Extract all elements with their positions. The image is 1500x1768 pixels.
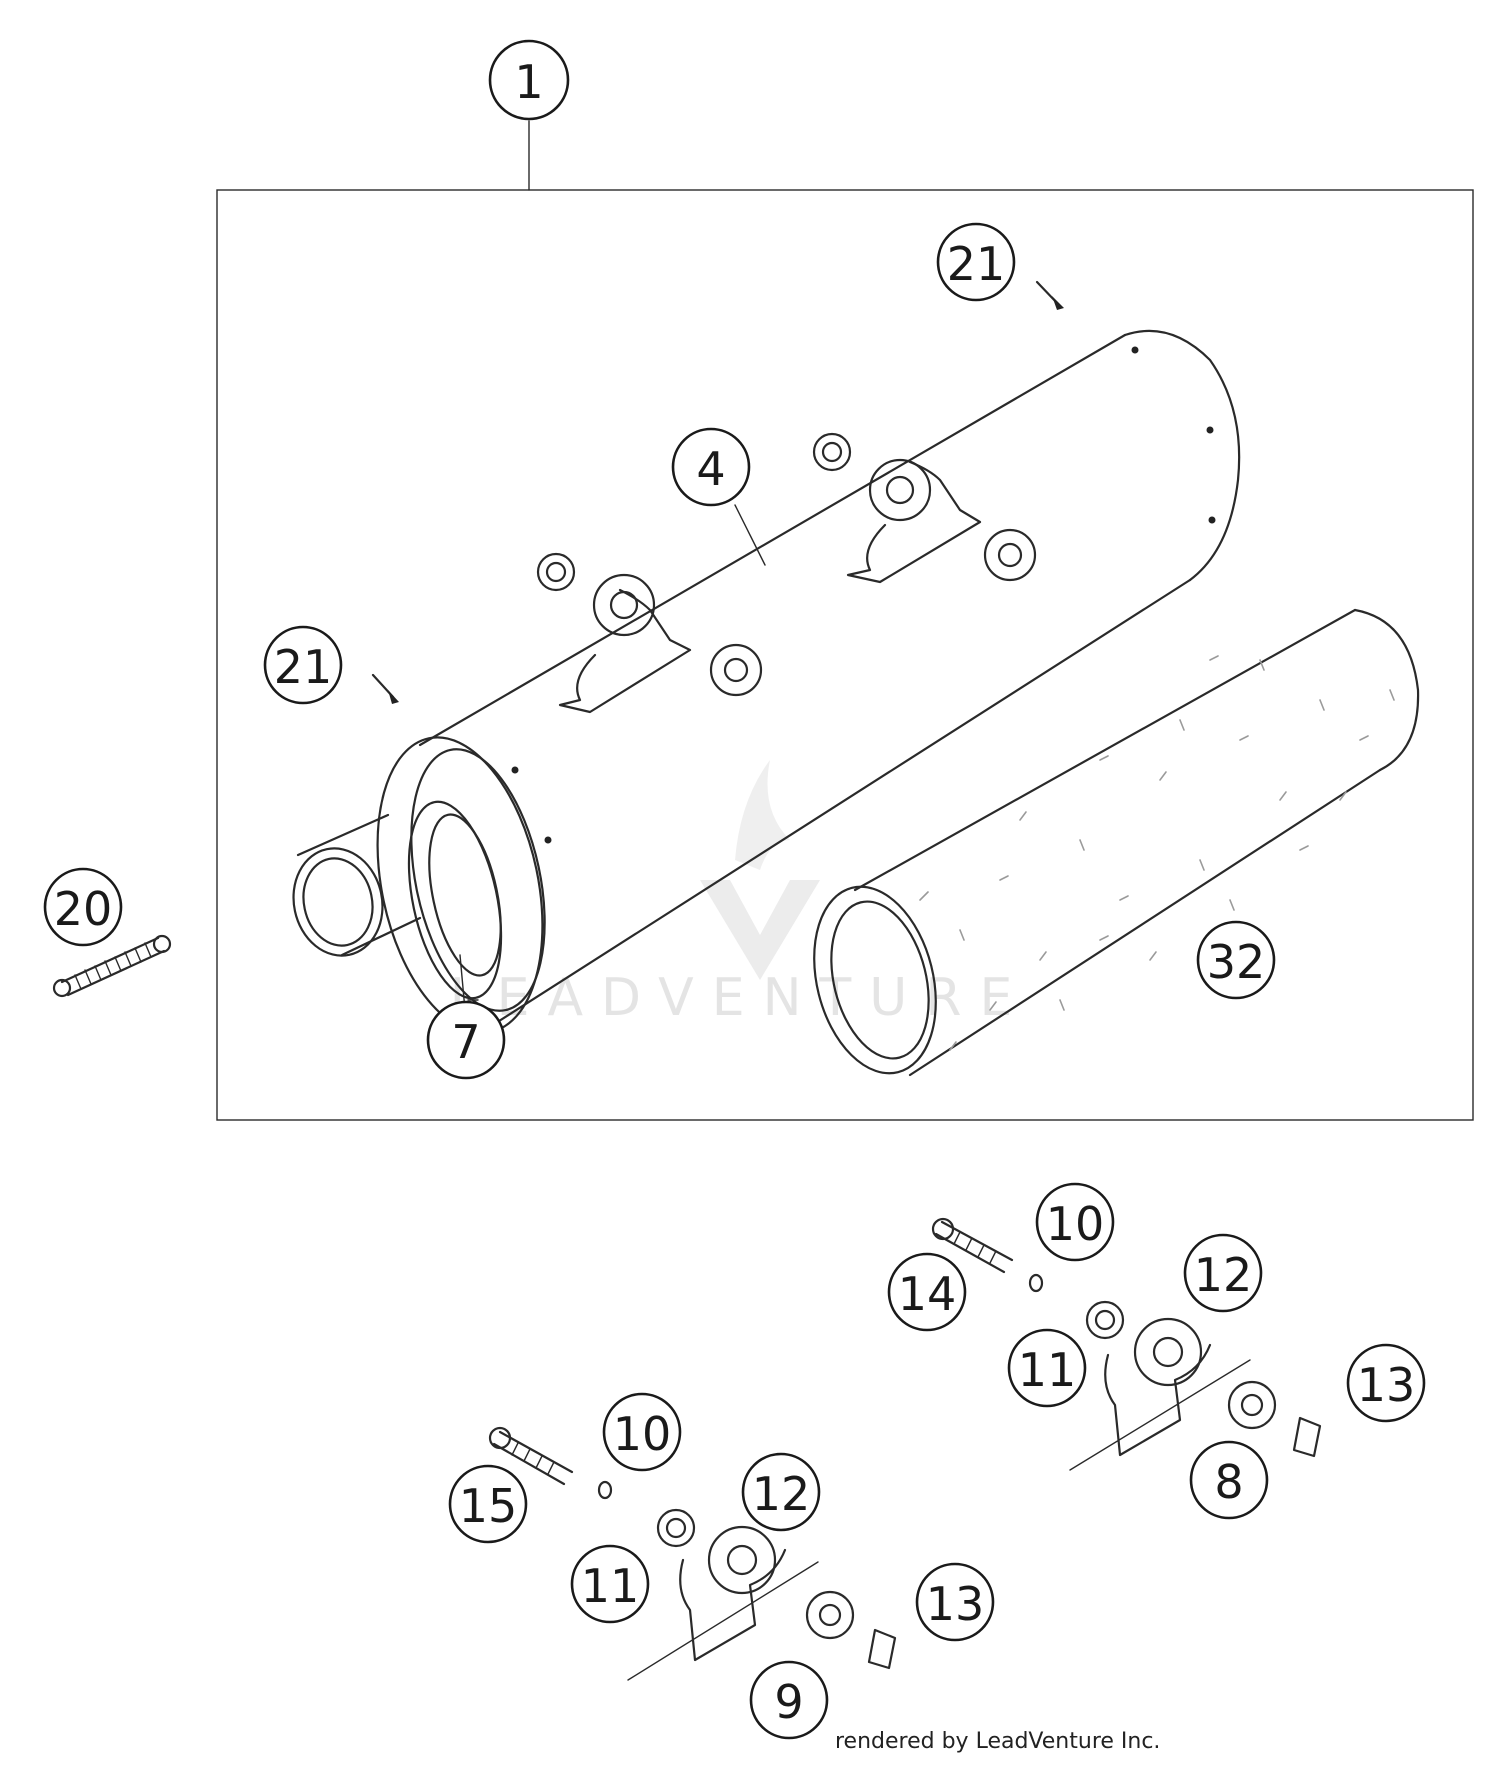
leader-lines	[459, 504, 766, 1011]
packing-texture	[919, 655, 1395, 1051]
callout-11-upper: 11	[1007, 1328, 1087, 1408]
callout-12-upper: 12	[1183, 1233, 1263, 1313]
callout-10-upper: 10	[1035, 1182, 1115, 1262]
svg-text:21: 21	[274, 640, 333, 694]
svg-text:14: 14	[898, 1267, 957, 1321]
rivet-rear	[1035, 280, 1064, 310]
callout-10-lower: 10	[602, 1392, 682, 1472]
svg-text:15: 15	[459, 1479, 518, 1533]
callout-4: 4	[671, 427, 751, 507]
watermark-text: LEADVENTURE	[450, 968, 1031, 1028]
callout-20: 20	[43, 867, 123, 947]
svg-text:11: 11	[581, 1559, 640, 1613]
svg-text:11: 11	[1018, 1343, 1077, 1397]
svg-text:7: 7	[451, 1015, 480, 1069]
svg-text:12: 12	[1194, 1248, 1253, 1302]
svg-text:9: 9	[774, 1675, 803, 1729]
lower-mount-hardware	[488, 1426, 897, 1681]
svg-text:13: 13	[1357, 1358, 1416, 1412]
watermark-logo	[700, 880, 820, 980]
callout-1: 1	[488, 39, 570, 121]
callout-8: 8	[1189, 1440, 1269, 1520]
callout-9: 9	[749, 1660, 829, 1740]
callout-13-lower: 13	[915, 1562, 995, 1642]
svg-text:10: 10	[613, 1407, 672, 1461]
upper-mount-hardware	[931, 1217, 1322, 1471]
svg-text:20: 20	[54, 882, 113, 936]
callout-13-upper: 13	[1346, 1343, 1426, 1423]
assembly-box	[216, 189, 1474, 1121]
svg-text:13: 13	[926, 1577, 985, 1631]
callout-15: 15	[448, 1464, 528, 1544]
callout-12-lower: 12	[741, 1452, 821, 1532]
callout-11-lower: 11	[570, 1544, 650, 1624]
watermark: LEADVENTURE	[450, 760, 1031, 1028]
callout-7: 7	[426, 1000, 506, 1080]
callout-32: 32	[1196, 920, 1276, 1000]
svg-text:32: 32	[1207, 935, 1266, 989]
svg-text:12: 12	[752, 1467, 811, 1521]
callout-21-front: 21	[263, 625, 343, 705]
muffler-body	[376, 329, 1241, 1034]
front-bracket	[536, 552, 763, 714]
rivet-front	[371, 673, 399, 704]
callout-21-rear: 21	[936, 222, 1016, 302]
spring	[52, 934, 172, 998]
end-cap	[292, 800, 503, 1000]
credit-text: rendered by LeadVenture Inc.	[835, 1729, 1160, 1754]
svg-text:4: 4	[696, 442, 725, 496]
svg-text:10: 10	[1046, 1197, 1105, 1251]
svg-text:1: 1	[514, 55, 543, 109]
svg-text:8: 8	[1214, 1455, 1243, 1509]
callout-14: 14	[887, 1252, 967, 1332]
svg-text:21: 21	[947, 237, 1006, 291]
rear-bracket	[812, 432, 1037, 584]
insulation-packing	[813, 608, 1420, 1077]
